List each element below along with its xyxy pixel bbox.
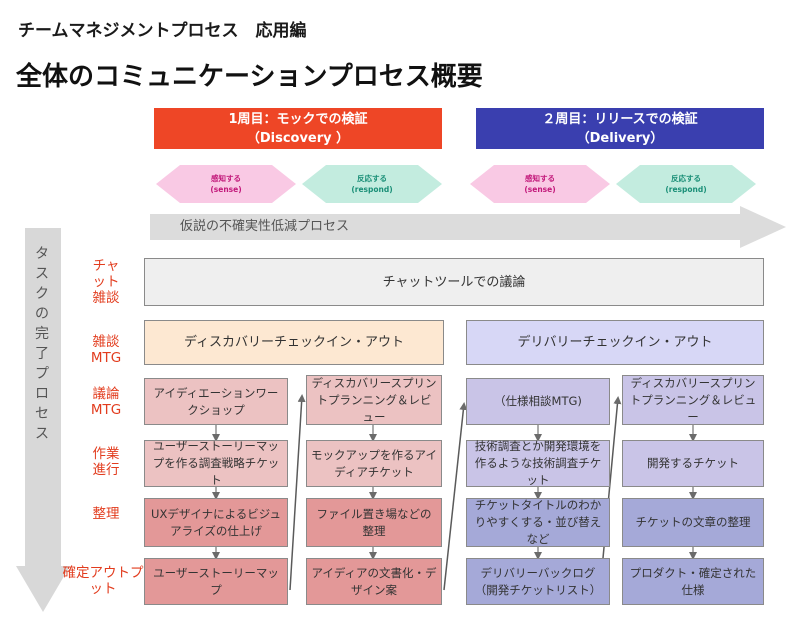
phase-delivery-subtitle: （Delivery） [576, 131, 664, 146]
chat-discussion-label: チャットツールでの議論 [382, 274, 526, 290]
phase-discovery-title: 1周目：モックでの検証 [228, 112, 368, 127]
diamond-sublabel: (sense) [524, 185, 556, 194]
diamond-shape [156, 165, 296, 203]
sense-diamond-2: 感知する (sense) [470, 164, 610, 204]
sense-diamond-1: 感知する (sense) [156, 164, 296, 204]
row-label-work: 作業進行 [92, 446, 120, 478]
diamond-sublabel: (respond) [351, 185, 393, 194]
uncertainty-arrow-label: 仮説の不確実性低減プロセス [180, 219, 350, 234]
process-box-discovery-1: ユーザーストーリーマップ [144, 558, 288, 605]
diamond-shape [470, 165, 610, 203]
row-label-output: 確定アウトプット [62, 565, 144, 597]
diamond-label: 感知する [211, 174, 241, 183]
process-box-delivery-2: プロダクト・確定された仕様 [622, 558, 764, 605]
process-box-delivery-2: ディスカバリースプリントプランニング＆レビュー [622, 375, 764, 425]
process-box-label: デリバリーバックログ（開発チケットリスト） [474, 565, 602, 597]
phase-delivery-title: ２周目：リリースでの検証 [542, 112, 698, 127]
process-box-label: プロダクト・確定された仕様 [629, 565, 757, 597]
process-box-label: アイディエーションワークショップ [153, 385, 279, 417]
phase-delivery-header: ２周目：リリースでの検証 （Delivery） [476, 108, 764, 149]
row-label-organize: 整理 [92, 506, 120, 522]
phase-discovery-header: 1周目：モックでの検証 （Discovery ） [154, 108, 442, 149]
process-box-label: （仕様相談MTG) [494, 394, 582, 408]
process-box-delivery-2: 開発するチケット [622, 440, 764, 487]
diamond-label: 感知する [525, 174, 555, 183]
diamond-shape [616, 165, 756, 203]
process-box-label: ディスカバリースプリントプランニング＆レビュー [629, 375, 757, 424]
row-label-chat: チャット雑談 [92, 258, 120, 306]
process-box-discovery-2: モックアップを作るアイディアチケット [306, 440, 442, 487]
process-box-label: 開発するチケット [647, 456, 739, 470]
process-box-delivery-1: チケットタイトルのわかりやすくする・並び替えなど [466, 498, 610, 547]
process-box-discovery-1: ユーザーストーリーマップを作る調査戦略チケット [144, 439, 288, 487]
discovery-checkin-label: ディスカバリーチェックイン・アウト [183, 335, 405, 350]
row-label-casual-mtg: 雑談MTG [90, 334, 122, 366]
delivery-checkin-label: デリバリーチェックイン・アウト [517, 335, 713, 350]
delivery-checkin-box: デリバリーチェックイン・アウト [466, 320, 764, 365]
process-box-label: モックアップを作るアイディアチケット [311, 447, 437, 479]
diamond-label: 反応する [357, 174, 387, 183]
process-box-delivery-2: チケットの文章の整理 [622, 498, 764, 547]
process-box-label: ディスカバリースプリントプランニング＆レビュー [311, 375, 437, 424]
row-label-discussion-mtg: 議論MTG [90, 386, 122, 418]
diamond-shape [302, 165, 442, 203]
phase-discovery-subtitle: （Discovery ） [246, 131, 350, 146]
process-box-label: チケットの文章の整理 [635, 515, 751, 529]
process-box-discovery-2: ディスカバリースプリントプランニング＆レビュー [306, 375, 442, 425]
respond-diamond-1: 反応する (respond) [302, 164, 442, 204]
process-box-label: 技術調査とか開発環境を作るような技術調査チケット [474, 439, 602, 487]
process-box-discovery-2: ファイル置き場などの整理 [306, 498, 442, 547]
page-title: 全体のコミュニケーションプロセス概要 [16, 62, 483, 92]
process-box-label: ユーザーストーリーマップ [153, 565, 279, 597]
diamond-label: 反応する [671, 174, 701, 183]
process-box-discovery-1: UXデザイナによるビジュアライズの仕上げ [144, 498, 288, 547]
process-box-delivery-1: デリバリーバックログ（開発チケットリスト） [466, 558, 610, 605]
process-box-label: UXデザイナによるビジュアライズの仕上げ [151, 506, 281, 538]
page-subtitle: チームマネジメントプロセス 応用編 [18, 21, 307, 41]
process-box-label: ユーザーストーリーマップを作る調査戦略チケット [152, 439, 280, 487]
process-box-label: チケットタイトルのわかりやすくする・並び替えなど [474, 498, 602, 546]
process-box-delivery-1: （仕様相談MTG) [466, 378, 610, 425]
respond-diamond-2: 反応する (respond) [616, 164, 756, 204]
uncertainty-arrow [150, 206, 786, 248]
process-box-delivery-1: 技術調査とか開発環境を作るような技術調査チケット [466, 439, 610, 487]
diamond-sublabel: (sense) [210, 185, 242, 194]
discovery-checkin-box: ディスカバリーチェックイン・アウト [144, 320, 444, 365]
completion-arrow-label: タスクの完了プロセス [35, 246, 49, 442]
process-box-discovery-1: アイディエーションワークショップ [144, 378, 288, 425]
completion-arrow [16, 228, 70, 612]
process-box-discovery-2: アイディアの文書化・デザイン案 [306, 558, 442, 605]
process-box-label: ファイル置き場などの整理 [316, 506, 432, 538]
chat-discussion-box: チャットツールでの議論 [144, 258, 764, 306]
diamond-sublabel: (respond) [665, 185, 707, 194]
process-box-label: アイディアの文書化・デザイン案 [311, 565, 437, 597]
